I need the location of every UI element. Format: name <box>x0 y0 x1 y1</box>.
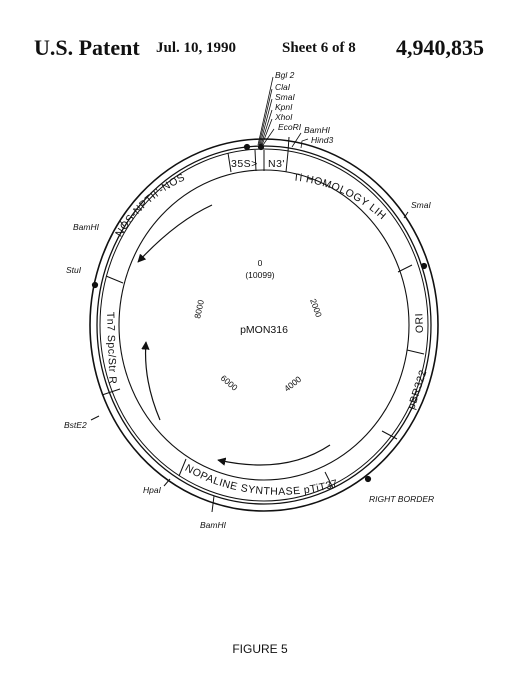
site-label-bamhi-left: BamHI <box>73 222 100 232</box>
origin-label: 0 <box>258 258 263 268</box>
site-label-hpai: HpaI <box>143 485 162 495</box>
arrow-nos-nptii <box>138 205 212 262</box>
plasmid-name: pMON316 <box>240 324 288 336</box>
coordinate-8000: 8000 <box>192 299 206 320</box>
coordinate-6000: 6000 <box>219 373 240 393</box>
segment-label-35s: 35S> <box>231 158 258 170</box>
figure-caption: FIGURE 5 <box>0 642 520 656</box>
site-label-bamhi-top: BamHI <box>304 125 331 135</box>
site-label-bste2: BstE2 <box>64 420 87 430</box>
coordinate-2000: 2000 <box>308 297 324 318</box>
site-label-ecori: EcoRI <box>278 122 302 132</box>
segment-label-ti-homology: Ti HOMOLOGY LIH <box>292 171 388 222</box>
site-label-hind3: Hind3 <box>311 135 333 145</box>
arrow-nos-bottom <box>218 445 330 465</box>
site-label-smai-top: SmaI <box>275 92 295 102</box>
plasmid-size-label: (10099) <box>245 270 274 280</box>
site-label-kpni: KpnI <box>275 102 293 112</box>
site-label-bamhi-bottom: BamHI <box>200 520 227 530</box>
segment-label-pbr322: pBR322 <box>405 368 429 411</box>
segment-label-n3: N3' <box>268 158 285 170</box>
arrow-tn7 <box>146 342 160 420</box>
coordinate-4000: 4000 <box>282 374 303 394</box>
site-label-bgl2: Bgl 2 <box>275 70 295 80</box>
segment-label-ori: ORI <box>413 313 426 334</box>
segment-label-tn7-spc: Tn7 Spc/Str R <box>104 312 119 385</box>
site-label-right-border: RIGHT BORDER <box>369 494 434 504</box>
site-label-smai-right: SmaI <box>411 200 431 210</box>
site-label-stui: StuI <box>66 265 82 275</box>
direction-arrows <box>138 205 330 465</box>
site-label-clai: ClaI <box>275 82 291 92</box>
site-label-xhoi: XhoI <box>274 112 293 122</box>
